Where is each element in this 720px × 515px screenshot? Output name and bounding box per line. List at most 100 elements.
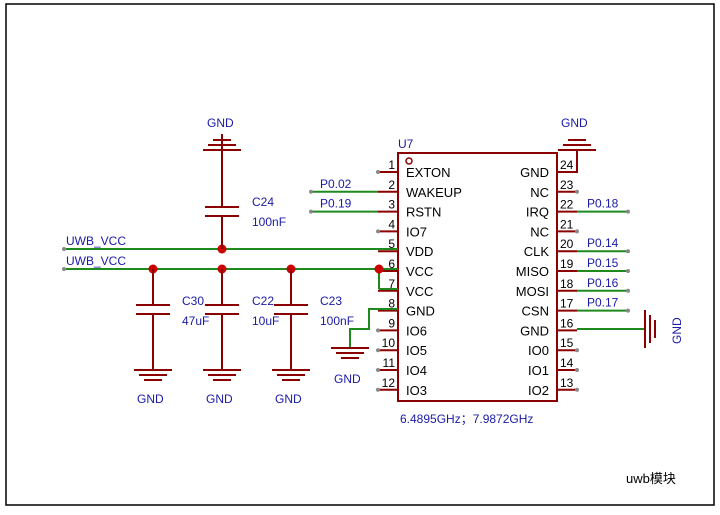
pin-number: 20 [560,237,574,251]
gnd-label-pin8: GND [334,372,361,386]
pin-name: NC [530,185,549,200]
u7-ref: U7 [398,137,414,151]
net-label-uwb-vcc-2: UWB_VCC [66,254,126,268]
capacitor-c30[interactable] [136,269,170,370]
pin-name: MOSI [516,284,549,299]
gnd-symbol-pin24 [558,139,596,151]
pin-name: VDD [406,244,433,259]
net-label: P0.16 [587,276,619,290]
pin24-gnd-wire [557,150,578,173]
gnd-symbol-c30 [134,369,172,381]
gnd-symbol-top [203,134,241,151]
c30-value: 47uF [182,314,209,328]
pin-number: 11 [383,356,396,370]
sheet-border [5,3,715,506]
title-block-label: uwb模块 [626,471,676,486]
pin-number: 3 [388,198,395,212]
gnd-label-c22: GND [206,392,233,406]
pin-name: MISO [516,264,549,279]
c22-value: 10uF [252,314,279,328]
junction-vcc-pins [374,264,384,274]
vdd-rail-end [62,247,66,251]
pin-name: CSN [522,304,549,319]
pin-name: IO0 [528,343,549,358]
c24-value: 100nF [252,215,286,229]
pin-number: 2 [388,178,395,192]
pin-number: 6 [388,257,395,271]
gnd-label-pin24: GND [561,116,588,130]
pin-number: 23 [560,178,574,192]
c23-ref: C23 [320,294,342,308]
gnd-symbol-pin8 [331,347,369,359]
c24-ref: C24 [252,195,274,209]
pin-name: IO2 [528,383,549,398]
gnd-label-c23: GND [275,392,302,406]
pin-name: IO4 [406,363,427,378]
pin-number: 17 [560,297,574,311]
pin-name: VCC [406,264,433,279]
capacitor-c24[interactable] [205,150,239,249]
net-label: P0.19 [320,197,352,211]
pin8-gnd-wire [349,308,398,348]
pin-name: GND [520,323,549,338]
pin-name: IO7 [406,224,427,239]
pin-name: GND [406,304,435,319]
pin-number: 5 [388,237,395,251]
net-label-uwb-vcc-1: UWB_VCC [66,234,126,248]
pin-number: 16 [560,316,574,330]
pin-number: 19 [560,257,574,271]
gnd-symbol-pin16 [644,310,656,348]
pin-number: 13 [560,376,574,390]
pin-number: 21 [560,217,574,231]
net-label: P0.17 [587,296,619,310]
pin-name: VCC [406,284,433,299]
capacitor-c22[interactable] [205,269,239,370]
pin-name: IO3 [406,383,427,398]
pin-number: 4 [388,217,395,231]
u7-frequency-note: 6.4895GHz；7.9872GHz [400,412,533,426]
net-label: P0.18 [587,197,619,211]
capacitor-c23[interactable] [274,269,308,370]
u7-body[interactable] [397,152,558,402]
net-label: P0.15 [587,256,619,270]
c22-ref: C22 [252,294,274,308]
pin-number: 9 [388,316,395,330]
c23-value: 100nF [320,314,354,328]
vcc-rail-end [62,267,66,271]
pin-number: 14 [560,356,574,370]
net-label: P0.14 [587,236,619,250]
gnd-symbol-c23 [272,369,310,381]
gnd-label-top: GND [207,116,234,130]
pin-name: RSTN [406,205,441,220]
pin-name: IRQ [526,205,549,220]
pin-number: 18 [560,277,574,291]
pin-name: GND [520,165,549,180]
u7-right-pins: 24GND23NC22IRQP0.1821NC20CLKP0.1419MISOP… [516,158,630,398]
pin-number: 1 [388,158,395,172]
c30-ref: C30 [182,294,204,308]
